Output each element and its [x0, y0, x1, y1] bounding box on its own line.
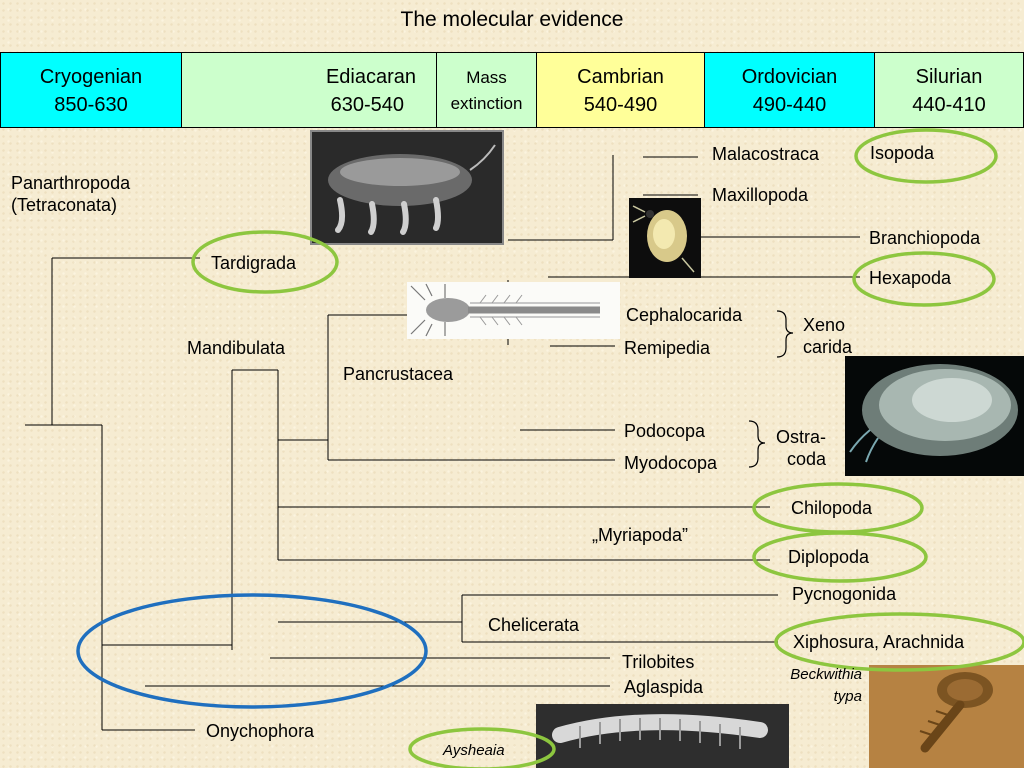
ring-diplopoda — [752, 531, 928, 583]
label-ostracoda-line2: coda — [786, 449, 827, 469]
label-beckwithia-line1: Beckwithia — [790, 666, 862, 683]
label-isopoda: Isopoda — [870, 143, 935, 163]
beckwithia-photo — [869, 665, 1024, 768]
label-onychophora: Onychophora — [206, 721, 315, 741]
label-ostracoda-line1: Ostra- — [776, 427, 827, 447]
period-silurian: Silurian 440-410 — [874, 52, 1024, 128]
braces — [748, 310, 794, 468]
label-panarthropoda-line1: Panarthropoda — [11, 173, 131, 193]
tardigrade-photo — [310, 130, 504, 245]
label-xiphosura-arachnida: Xiphosura, Arachnida — [793, 632, 965, 652]
highlight-rings — [191, 128, 1024, 768]
ostracod-photo — [845, 356, 1024, 476]
period-mass-extinction: Mass extinction — [436, 52, 537, 128]
period-name: Silurian — [915, 66, 983, 88]
label-beckwithia-line2: typa — [833, 688, 862, 705]
label-beckwithia: Beckwithia typa — [767, 664, 862, 708]
label-panarthropoda: Panarthropoda (Tetraconata) — [11, 172, 130, 216]
label-myodocopa: Myodocopa — [624, 453, 718, 473]
label-chilopoda: Chilopoda — [791, 498, 873, 518]
label-diplopoda: Diplopoda — [788, 547, 870, 567]
brace-xenocarida — [776, 310, 794, 358]
label-xenocarida-line1: Xeno — [803, 315, 846, 335]
period-ordovician: Ordovician 490-440 — [704, 52, 875, 128]
period-range: 630-540 — [330, 94, 404, 116]
label-xenocarida: Xeno carida — [803, 314, 852, 358]
period-range: 540-490 — [583, 94, 658, 116]
label-chelicerata: Chelicerata — [488, 615, 580, 635]
period-range: 440-410 — [912, 94, 986, 116]
ring-euarthropoda-blue — [76, 593, 428, 709]
label-aglaspida: Aglaspida — [624, 677, 704, 697]
ring-aysheaia — [408, 727, 556, 768]
label-trilobites: Trilobites — [622, 652, 695, 672]
ring-xiphosura — [774, 612, 1024, 672]
period-range: extinction — [450, 94, 523, 113]
label-malacostraca: Malacostraca — [712, 144, 820, 164]
label-branchiopoda: Branchiopoda — [869, 228, 981, 248]
period-name: Ordovician — [741, 66, 838, 88]
aysheaia-photo — [536, 704, 789, 768]
label-ostracoda: Ostra- coda — [776, 426, 826, 470]
ring-isopoda — [854, 128, 998, 184]
period-name: Ediacaran — [325, 66, 416, 88]
brace-ostracoda — [748, 420, 766, 468]
label-cephalocarida: Cephalocarida — [626, 305, 743, 325]
period-name: Mass — [466, 68, 507, 87]
label-pycnogonida: Pycnogonida — [792, 584, 897, 604]
period-range: 850-630 — [54, 94, 128, 116]
daphnia-photo — [629, 198, 701, 278]
period-name: Cambrian — [577, 66, 664, 88]
tree-branches — [25, 155, 860, 731]
label-tardigrada: Tardigrada — [211, 253, 297, 273]
label-pancrustacea: Pancrustacea — [343, 364, 454, 384]
label-hexapoda: Hexapoda — [869, 268, 952, 288]
period-cambrian: Cambrian 540-490 — [536, 52, 705, 128]
label-panarthropoda-line2: (Tetraconata) — [11, 195, 118, 215]
period-range: 490-440 — [752, 94, 827, 116]
label-myriapoda: „Myriapoda” — [592, 525, 689, 545]
label-remipedia: Remipedia — [624, 338, 711, 358]
label-xenocarida-line2: carida — [803, 337, 853, 357]
label-maxillopoda: Maxillopoda — [712, 185, 809, 205]
page-title: The molecular evidence — [400, 8, 624, 31]
ring-tardigrada — [191, 230, 339, 294]
label-mandibulata: Mandibulata — [187, 338, 286, 358]
label-aysheaia: Aysheaia — [443, 742, 505, 759]
period-name: Cryogenian — [39, 66, 143, 88]
period-ediacaran: Ediacaran 630-540 — [181, 52, 437, 128]
ring-hexapoda — [852, 251, 996, 307]
cephalocarid-photo — [407, 282, 620, 339]
label-podocopa: Podocopa — [624, 421, 706, 441]
